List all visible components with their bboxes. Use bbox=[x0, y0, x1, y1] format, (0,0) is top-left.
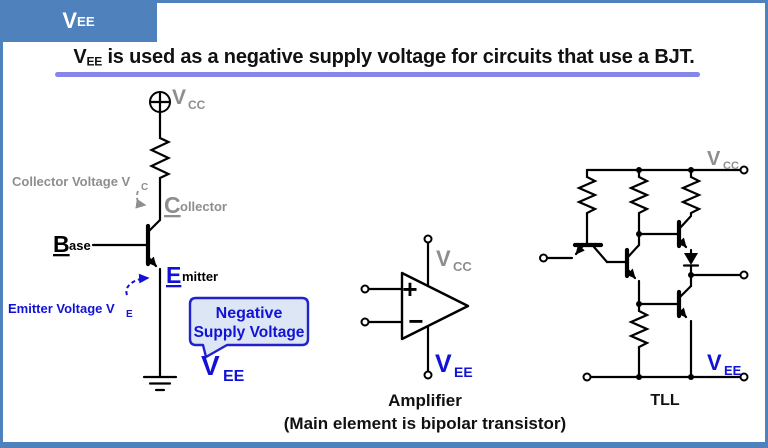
amplifier-caption: Amplifier (Main element is bipolar trans… bbox=[230, 389, 620, 435]
ttl-vee-label: V bbox=[707, 350, 722, 375]
ttl-vcc-label: V bbox=[707, 148, 721, 170]
vcc-source-icon bbox=[149, 91, 171, 114]
junction-dot bbox=[688, 374, 694, 380]
collector-voltage-label: Collector Voltage V bbox=[12, 174, 131, 189]
amp-vee-label-sub: EE bbox=[454, 364, 473, 380]
output-terminal bbox=[739, 270, 749, 280]
title-v-sub: EE bbox=[86, 54, 103, 69]
tab-label-sub: EE bbox=[77, 13, 95, 29]
emitter-voltage-label-sub: E bbox=[126, 309, 133, 320]
opamp-triangle-icon bbox=[400, 271, 470, 341]
ground-icon bbox=[142, 375, 178, 392]
amplifier-diagram: + − V CC V EE bbox=[360, 234, 473, 380]
vcc-terminal bbox=[739, 165, 749, 175]
callout-line2: Supply Voltage bbox=[194, 324, 305, 341]
tab-label: V bbox=[62, 8, 78, 33]
emitter-label-initial: E bbox=[166, 262, 181, 288]
vee-terminal-right bbox=[739, 372, 749, 382]
npn-transistor-icon bbox=[91, 218, 162, 268]
ttl-caption: TLL bbox=[650, 392, 680, 409]
amp-vcc-label-sub: CC bbox=[453, 259, 472, 274]
bjt-vcc-label-sub: CC bbox=[188, 98, 206, 112]
collector-label-initial: C bbox=[164, 192, 181, 218]
callout-line1: Negative bbox=[216, 305, 283, 322]
page-title: VEE is used as a negative supply voltage… bbox=[0, 46, 768, 69]
ttl-vee-label-sub: EE bbox=[724, 363, 742, 378]
resistor-icon bbox=[680, 168, 702, 217]
base-label-initial: B bbox=[53, 231, 70, 257]
minus-icon: − bbox=[408, 306, 423, 336]
collector-voltage-label-sub: C bbox=[141, 182, 148, 193]
ttl-vcc-label-sub: CC bbox=[723, 160, 739, 172]
amp-vee-label: V bbox=[435, 350, 452, 378]
emitter-label: mitter bbox=[182, 269, 218, 284]
vee-terminal bbox=[423, 370, 433, 380]
input-transistor-icon bbox=[572, 242, 629, 264]
base-label: ase bbox=[69, 238, 91, 253]
diode-icon bbox=[682, 248, 700, 276]
resistor-icon bbox=[628, 302, 650, 351]
amplifier-caption-line1: Amplifier bbox=[388, 391, 462, 410]
bjt-vcc-label: V bbox=[172, 86, 186, 109]
collector-label: ollector bbox=[180, 199, 227, 214]
title-underline bbox=[55, 72, 700, 77]
pullup-transistor-icon bbox=[676, 214, 693, 249]
input-terminal bbox=[539, 253, 548, 263]
title-v: V bbox=[73, 46, 87, 68]
amplifier-caption-line2: (Main element is bipolar transistor) bbox=[283, 414, 567, 433]
bjt-circuit-diagram: V CC C ollector B ase E mitter Collector… bbox=[8, 86, 310, 392]
plus-icon: + bbox=[402, 274, 417, 304]
amp-vcc-label: V bbox=[436, 246, 451, 271]
resistor-icon bbox=[148, 134, 172, 182]
title-text: is used as a negative supply voltage for… bbox=[102, 46, 695, 68]
callout-bubble bbox=[188, 296, 310, 359]
pulldown-transistor-icon bbox=[676, 273, 693, 319]
resistor-icon bbox=[576, 168, 598, 217]
collector-voltage-arrow bbox=[135, 190, 147, 209]
emitter-voltage-label: Emitter Voltage V bbox=[8, 301, 115, 316]
bjt-vee-label-sub: EE bbox=[223, 368, 245, 385]
phase-splitter-transistor-icon bbox=[624, 232, 641, 280]
bjt-vee-label: V bbox=[201, 350, 220, 381]
junction-dot bbox=[636, 374, 642, 380]
emitter-voltage-arrow bbox=[125, 273, 150, 296]
resistor-icon bbox=[628, 168, 650, 217]
vee-terminal-left bbox=[582, 372, 592, 382]
ttl-circuit-diagram: V CC bbox=[539, 148, 749, 382]
